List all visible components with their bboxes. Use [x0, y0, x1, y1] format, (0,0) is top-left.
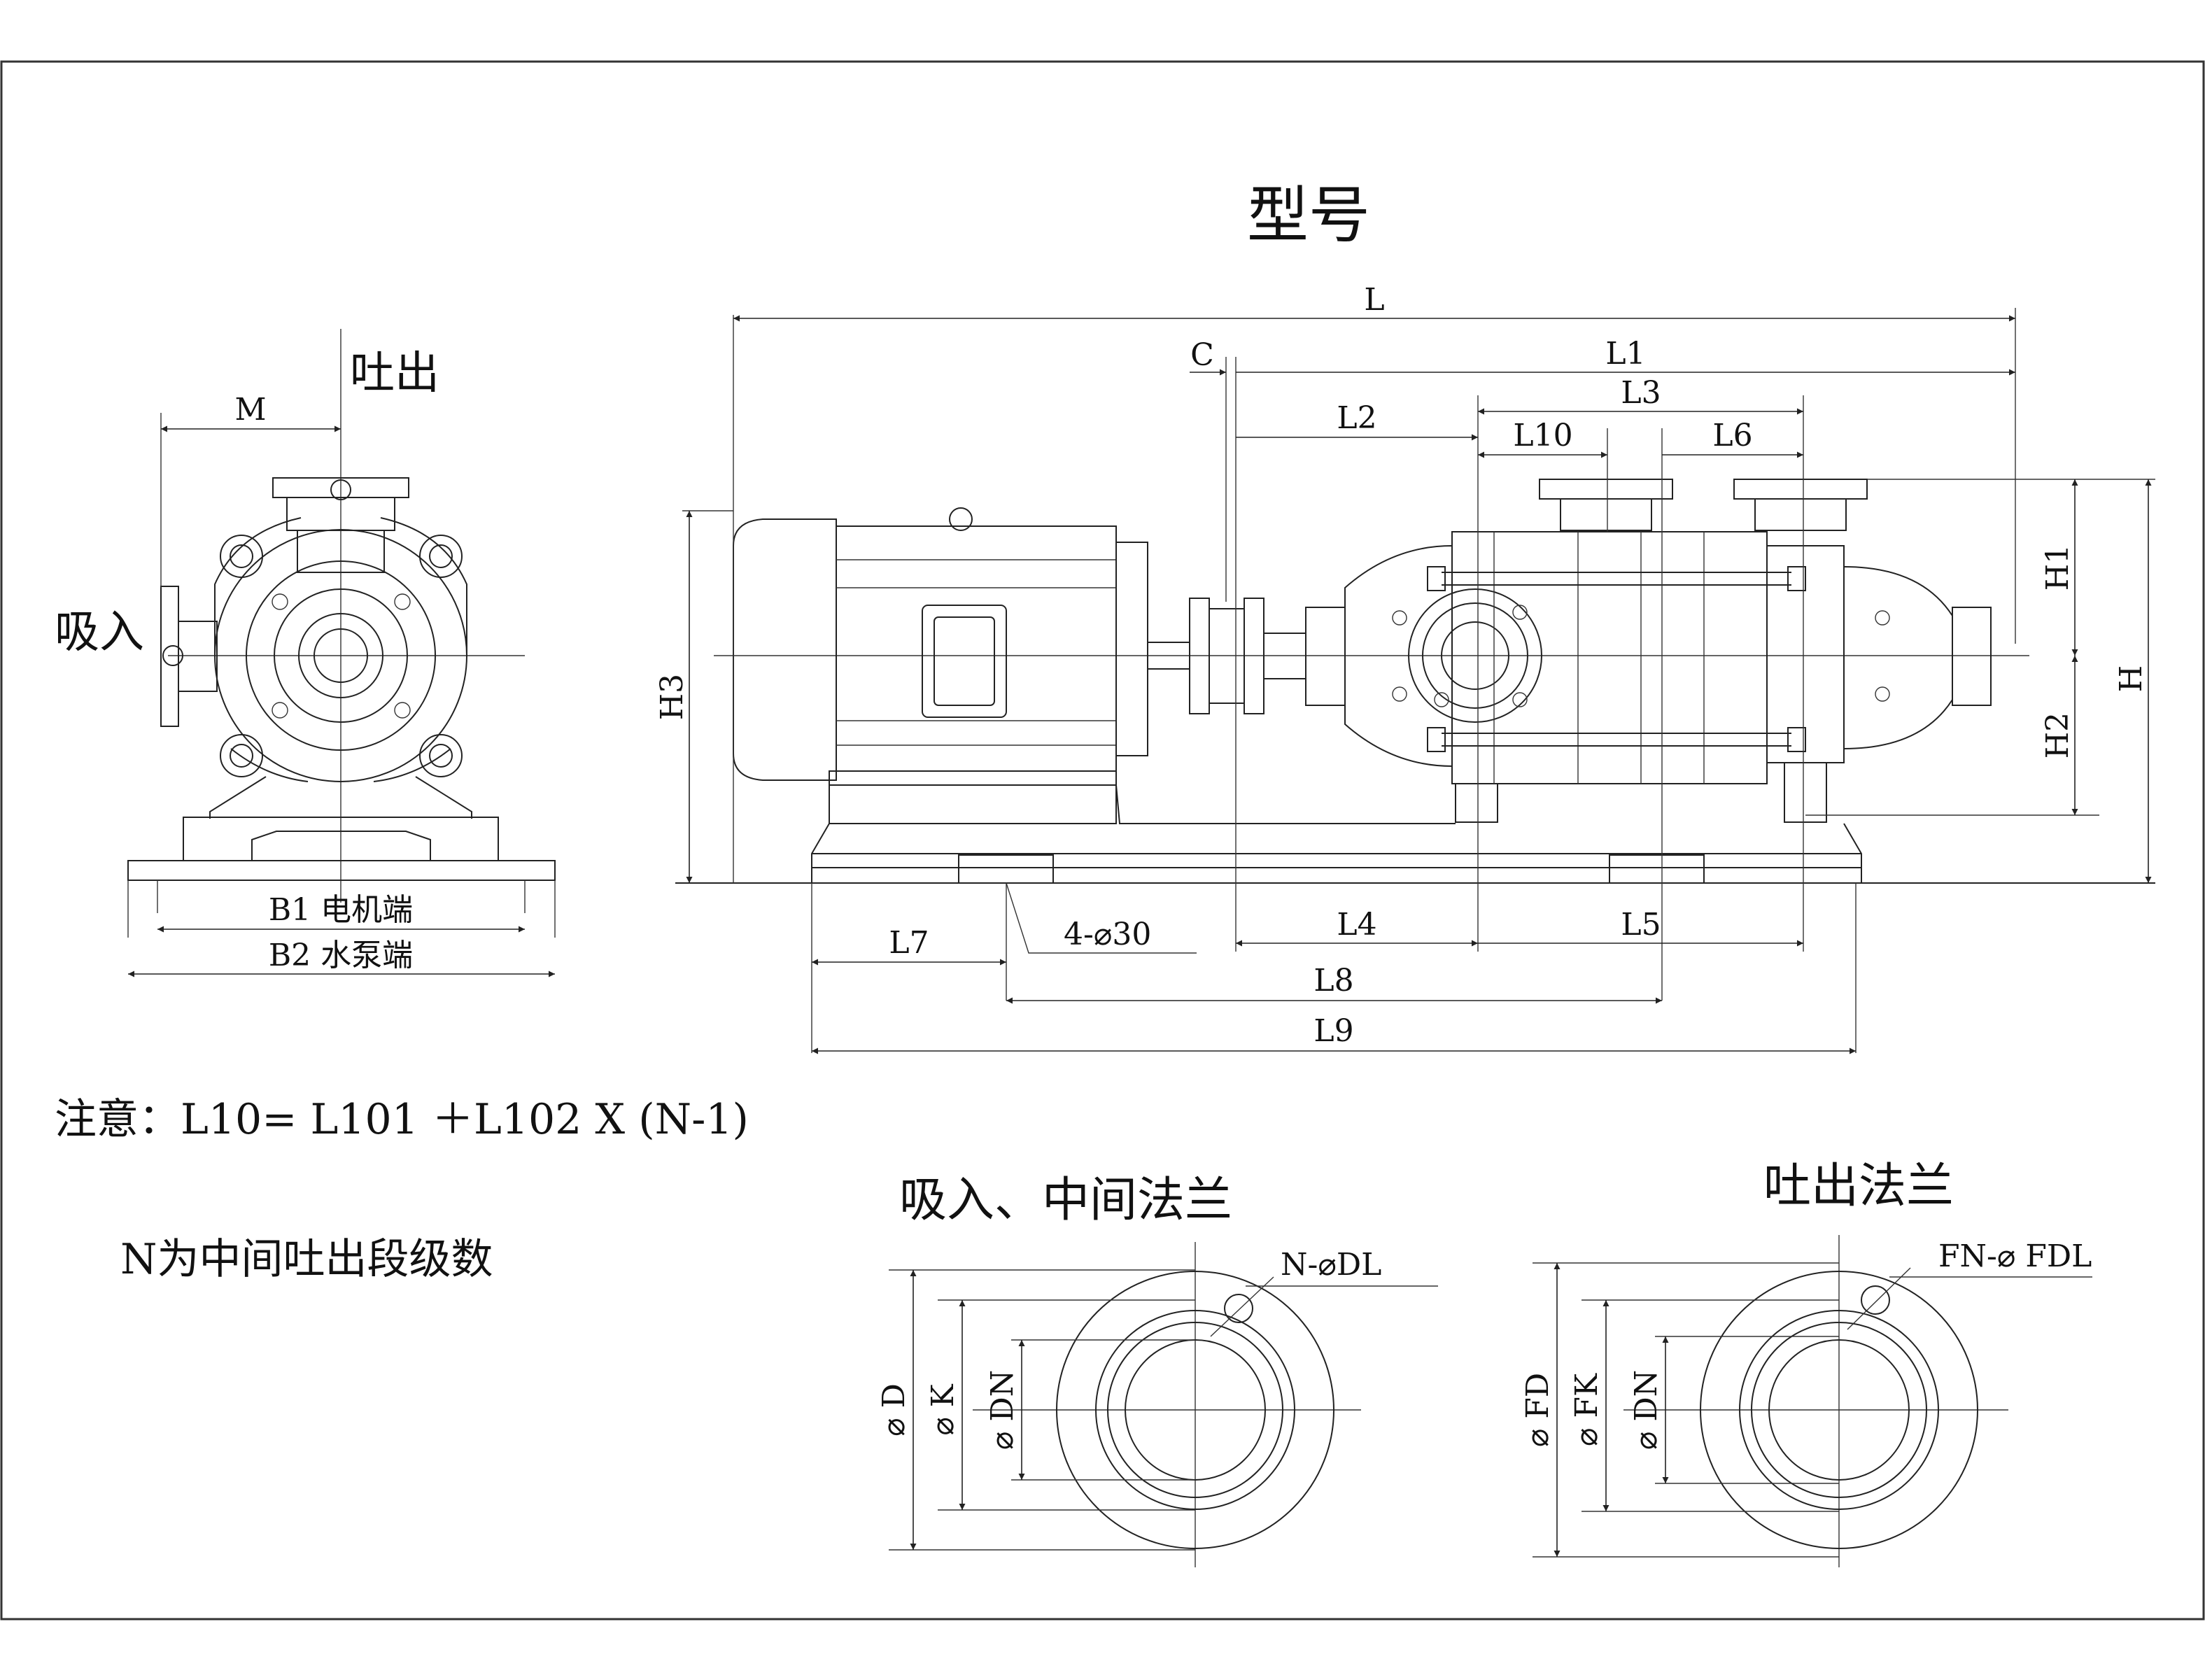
dim-l1: L1: [1605, 336, 1645, 372]
flange-outlet-title: 吐出法兰: [1763, 1159, 1954, 1214]
note-stages: N为中间吐出段级数: [120, 1235, 493, 1284]
flange-inlet-title: 吸入、中间法兰: [899, 1173, 1232, 1228]
side-view: M B1 电机端 B2 水泵端 吐出 吸入: [55, 329, 556, 977]
flange-outlet-fk: ⌀ FK: [1569, 1373, 1605, 1446]
flange-outlet-fd: ⌀ FD: [1520, 1373, 1556, 1447]
dim-c: C: [1190, 337, 1214, 373]
flange-inlet-view: 吸入、中间法兰 N-⌀DL ⌀ D ⌀ K ⌀ DN: [876, 1173, 1438, 1567]
main-view: L L1 C L3 L2 L10 L6 H1 H2 H H3 L4: [654, 282, 2155, 1054]
dim-l3: L3: [1621, 375, 1661, 411]
dim-l6: L6: [1712, 418, 1752, 453]
dim-l4: L4: [1337, 907, 1376, 943]
dim-m: M: [234, 392, 266, 428]
flange-inlet-dn: ⌀ DN: [985, 1370, 1020, 1450]
dim-b2: B2 水泵端: [269, 938, 413, 973]
dim-l2: L2: [1337, 400, 1376, 436]
dim-l8: L8: [1313, 963, 1353, 998]
dim-b1: B1 电机端: [269, 892, 413, 928]
outlet-label: 吐出: [350, 348, 439, 400]
flange-outlet-view: 吐出法兰 FN-⌀ FDL ⌀ FD ⌀ FK ⌀ DN: [1520, 1159, 2092, 1567]
drawing-title: 型号: [1247, 179, 1370, 251]
mounting-holes-label: 4-⌀30: [1064, 917, 1151, 952]
note-formula: 注意：L10= L101 ＋L102 X (N-1): [55, 1095, 749, 1144]
flange-outlet-holes: FN-⌀ FDL: [1938, 1238, 2092, 1274]
drawing-frame: [0, 60, 2205, 1621]
inlet-label: 吸入: [55, 607, 144, 658]
flange-inlet-d: ⌀ D: [876, 1383, 912, 1437]
dim-h3: H3: [654, 674, 690, 720]
dim-h: H: [2113, 665, 2149, 692]
flange-inlet-holes: N-⌀DL: [1281, 1247, 1381, 1283]
flange-outlet-dn: ⌀ DN: [1628, 1370, 1664, 1450]
dim-l10: L10: [1513, 418, 1572, 453]
dim-h1: H1: [2040, 544, 2076, 591]
dim-h2: H2: [2040, 712, 2076, 758]
flange-inlet-k: ⌀ K: [925, 1383, 961, 1435]
dim-l: L: [1364, 282, 1384, 318]
dim-l9: L9: [1313, 1013, 1353, 1049]
dim-l5: L5: [1621, 907, 1661, 943]
dim-l7: L7: [889, 925, 929, 961]
